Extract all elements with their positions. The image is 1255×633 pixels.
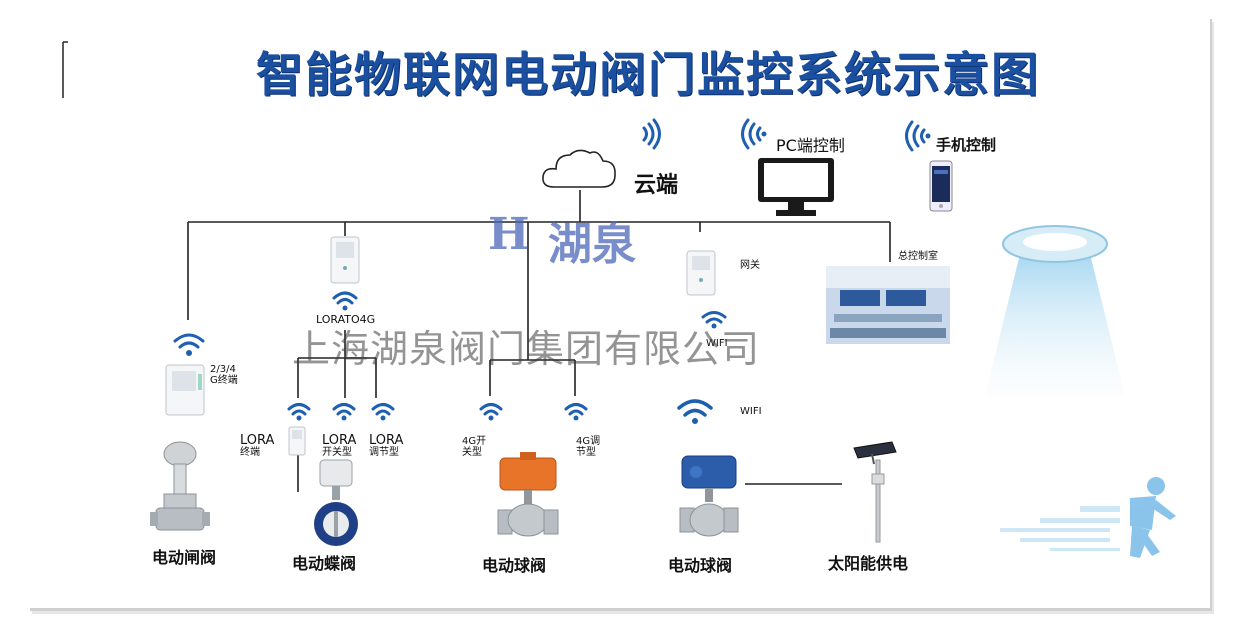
fourg-reg-line1: 4G调 [576,436,601,447]
monitor-icon [758,158,834,216]
lora-switch-sub: 开关型 [322,447,352,458]
gateway-device-icon [330,236,360,284]
ball-valve-orange-icon [497,452,559,537]
wifi-icon [332,403,356,421]
wifi-icon [701,311,727,329]
fourg-switch-line1: 4G开 [462,436,487,447]
lora-terminal-sub: 终端 [240,447,260,458]
terminal-234g-label: 2/3/4 G终端 [210,364,238,386]
lora-terminal-device-icon [288,426,306,456]
diagram-title: 智能物联网电动阀门监控系统示意图 [256,48,1040,103]
terminal-234g-line2: G终端 [210,375,238,386]
lora-terminal-label: LORA 终端 [240,434,274,458]
ball-valve-label: 电动球阀 [482,556,547,575]
signal-icon [642,118,661,150]
lora-switch-title: LORA [322,433,357,448]
wifi-icon [677,399,713,424]
butterfly-valve-label: 电动蝶阀 [292,554,357,573]
signal-icon [905,120,931,152]
gateway-device-icon [686,250,716,296]
wifi-icon [287,403,311,421]
fourg-switch-label: 4G开 关型 [462,436,486,458]
lora-to-4g-label: LORATO4G [316,313,376,326]
cloud-icon [542,149,616,188]
fourg-switch-line2: 关型 [462,447,482,458]
wifi-icon [332,291,358,311]
lora-reg-label: LORA 调节型 [369,434,403,458]
lora-reg-sub: 调节型 [369,447,399,458]
signal-icon [741,118,767,150]
solar-panel-icon [853,441,897,543]
pc-label: PC端控制 [776,136,845,155]
gateway-label: 网关 [740,260,760,271]
ball-valve-blue-icon [679,455,739,537]
gateway-wifi-label: WIFI [706,338,728,349]
control-room-label: 总控制室 [898,251,938,262]
fourg-reg-line2: 节型 [576,447,596,458]
logo-text: 湖泉 [548,219,636,270]
wifi-icon [173,333,205,356]
wifi-icon [371,403,395,421]
company-watermark: 上海湖泉阀门集团有限公司 [292,327,761,371]
ball-valve-2-label: 电动球阀 [668,556,733,575]
wifi-valve-label: WIFI [740,406,762,417]
solar-power-label: 太阳能供电 [828,554,909,573]
corner-marker [62,41,68,98]
mobile-label: 手机控制 [936,136,997,154]
runner-decoration [1000,477,1176,558]
gate-valve-label: 电动闸阀 [152,548,217,567]
lora-reg-title: LORA [369,433,404,448]
lora-terminal-title: LORA [240,433,275,448]
control-room-image [826,266,950,344]
lora-switch-label: LORA 开关型 [322,434,356,458]
butterfly-valve-icon [314,459,358,546]
terminal-234g-line1: 2/3/4 [210,364,236,375]
light-dome-decoration [985,225,1125,396]
logo-mark: H [488,209,530,260]
terminal-device-icon [165,364,205,416]
smartphone-icon [929,160,953,212]
wifi-icon [564,403,588,421]
cloud-label: 云端 [634,173,679,198]
wifi-icon [479,403,503,421]
gate-valve-icon [150,441,210,531]
fourg-reg-label: 4G调 节型 [576,436,600,458]
